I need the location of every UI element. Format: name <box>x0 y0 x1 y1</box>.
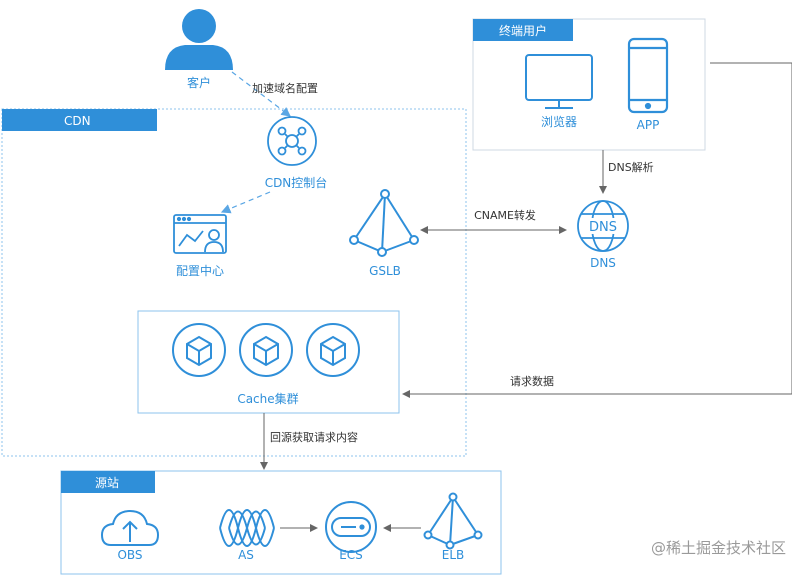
user-icon <box>165 9 233 70</box>
edge-label-cname: CNAME转发 <box>474 208 536 222</box>
cloud-upload-icon <box>100 509 160 546</box>
cache-node-icon <box>306 323 360 377</box>
origin-header <box>61 471 155 493</box>
browser-icon <box>525 54 593 109</box>
edge-console-config <box>220 191 271 214</box>
end-user-header <box>473 19 573 41</box>
watermark: @稀土掘金技术社区 <box>651 539 786 557</box>
dns-label: DNS <box>590 256 616 270</box>
ecs-label: ECS <box>339 548 363 562</box>
customer-label: 客户 <box>187 75 211 90</box>
obs-label: OBS <box>117 548 142 562</box>
end-user-panel: 终端用户 <box>472 18 706 151</box>
config-center-icon <box>173 214 227 254</box>
dns-globe-icon <box>577 200 629 252</box>
wave-icon <box>219 509 275 547</box>
cdn-console-label: CDN控制台 <box>265 175 328 190</box>
gslb-label: GSLB <box>369 264 401 278</box>
edge-label-add-domain: 加速域名配置 <box>252 81 318 95</box>
cache-node-icon <box>172 323 226 377</box>
elb-icon <box>423 492 483 550</box>
edge-label-dns-resolve: DNS解析 <box>608 160 654 174</box>
browser-label: 浏览器 <box>541 114 577 129</box>
cdn-title: CDN <box>64 114 91 128</box>
end-user-title: 终端用户 <box>499 23 547 38</box>
gslb-icon <box>349 189 419 257</box>
edge-request-data <box>402 62 792 398</box>
cdn-panel: CDN <box>1 108 467 457</box>
edge-add-domain <box>231 71 291 117</box>
app-label: APP <box>637 118 660 132</box>
dns-icon-text: DNS <box>589 220 617 235</box>
edge-label-request-data: 请求数据 <box>510 374 554 388</box>
edge-label-origin-fetch: 回源获取请求内容 <box>270 430 358 444</box>
server-icon <box>325 501 377 553</box>
elb-label: ELB <box>442 548 465 562</box>
cdn-console-icon <box>267 116 317 166</box>
phone-icon <box>627 37 669 114</box>
cdn-header <box>2 109 157 131</box>
origin-title: 源站 <box>95 476 119 490</box>
cache-node-icon <box>239 323 293 377</box>
config-center-label: 配置中心 <box>176 263 224 278</box>
cache-cluster-label: Cache集群 <box>237 391 298 406</box>
origin-panel: 源站 <box>60 470 502 575</box>
as-label: AS <box>238 548 254 562</box>
